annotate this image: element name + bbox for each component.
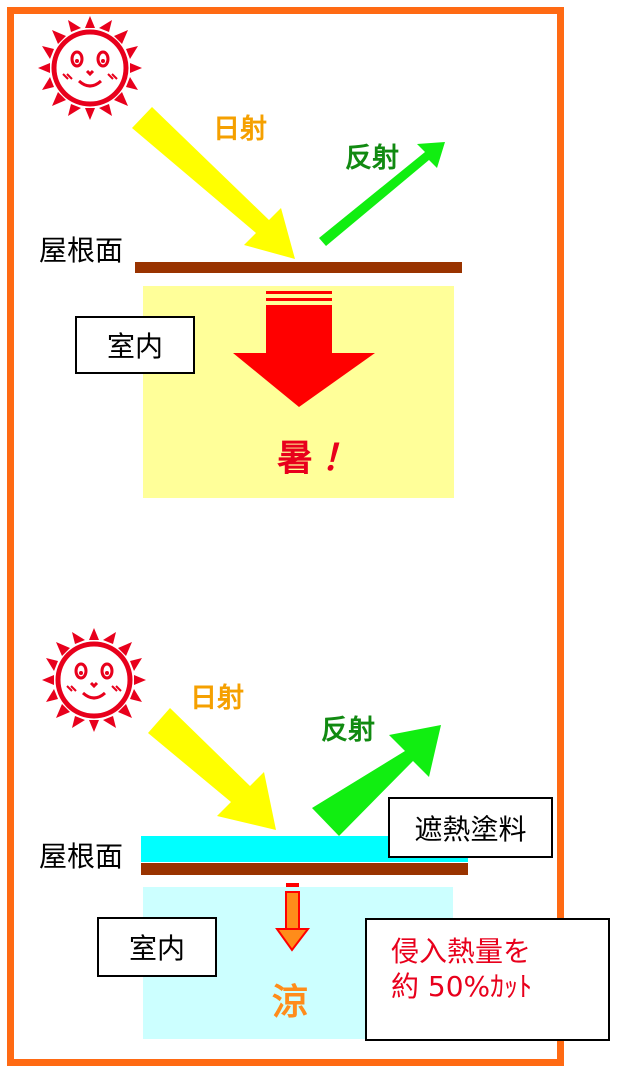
heat-arrow-small xyxy=(275,883,311,952)
reflect-label-bottom: 反射 xyxy=(321,715,375,746)
roof-surface-bottom xyxy=(141,863,468,875)
room-label-top: 室内 xyxy=(75,316,195,374)
cool-result-label: 涼 xyxy=(272,982,309,1023)
heat-arrow-large xyxy=(233,291,375,407)
coating-label: 遮熱塗料 xyxy=(388,797,553,858)
solar-arrow-bottom xyxy=(148,708,276,830)
diagram-frame xyxy=(7,7,564,1066)
hot-kanji: 暑 xyxy=(277,438,314,479)
sun-icon xyxy=(42,628,146,732)
sun-icon xyxy=(38,16,142,120)
solar-arrow-top xyxy=(132,107,295,259)
room-label-bottom: 室内 xyxy=(97,917,217,977)
note-line-1: 侵入熱量を xyxy=(391,935,532,968)
heat-reduction-note: 侵入熱量を 約 50%ｶｯﾄ xyxy=(365,918,610,1041)
solar-label-top: 日射 xyxy=(213,114,267,145)
hot-result-label: 暑！ xyxy=(277,441,357,477)
reflect-arrow-bottom xyxy=(312,725,441,836)
reflect-arrow-top xyxy=(319,142,445,246)
roof-label-bottom: 屋根面 xyxy=(39,840,124,873)
solar-label-bottom: 日射 xyxy=(190,683,244,714)
reflect-label-top: 反射 xyxy=(345,143,399,174)
roof-label-top: 屋根面 xyxy=(39,234,124,267)
note-line-2: 約 50%ｶｯﾄ xyxy=(391,970,533,1003)
roof-surface-top xyxy=(135,262,462,273)
exclaim-mark: ！ xyxy=(321,438,358,479)
